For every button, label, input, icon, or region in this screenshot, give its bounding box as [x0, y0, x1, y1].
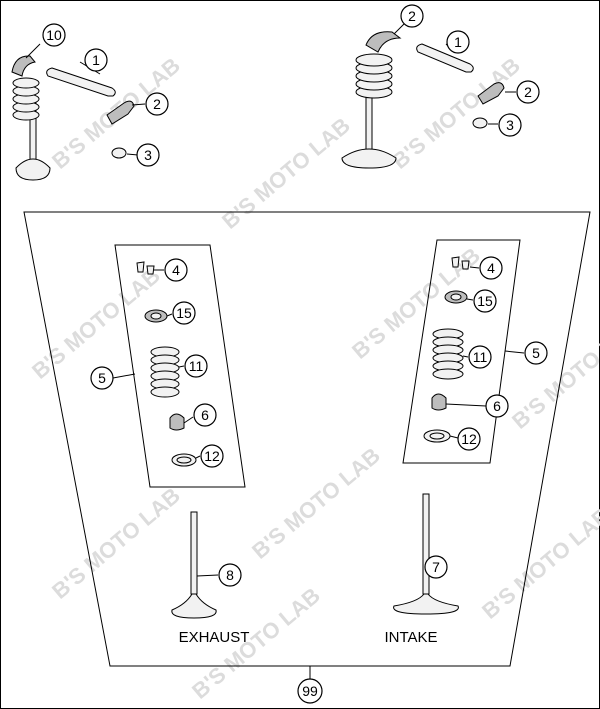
svg-text:3: 3: [506, 117, 514, 133]
exhaust-valve-head: [171, 593, 217, 619]
rocker-arm-right: [365, 31, 402, 53]
top-left-assembly: 10 1 2 3: [11, 23, 169, 181]
callout-11-left: 11: [184, 354, 208, 378]
watermark: B'S MOTO LAB: [27, 263, 165, 384]
callout-15-left: 15: [172, 301, 196, 325]
svg-text:2: 2: [408, 8, 416, 24]
intake-valve-head: [393, 593, 459, 615]
callout-4-right: 4: [479, 256, 503, 280]
shim-left: [111, 147, 127, 159]
valve-head: [341, 148, 397, 169]
svg-text:12: 12: [204, 448, 220, 464]
callout-6-right: 6: [485, 394, 509, 418]
callout-3-left: 3: [136, 143, 160, 167]
spring-coils: [12, 77, 40, 121]
callout-12-left: 12: [200, 444, 224, 468]
valve-keepers-right: [451, 256, 470, 270]
intake-valve-assembly-drawing: [341, 31, 402, 169]
svg-text:7: 7: [432, 559, 440, 575]
svg-text:15: 15: [477, 293, 493, 309]
watermark: B'S MOTO LAB: [477, 503, 600, 624]
callout-7: 7: [424, 555, 448, 579]
exhaust-parts-panel: 4 15 5 11 6 12: [90, 244, 246, 488]
callout-8: 8: [218, 563, 242, 587]
valve-stem: [365, 94, 373, 151]
valve-kit-outline: [23, 211, 591, 667]
svg-text:10: 10: [46, 27, 62, 43]
callout-15-right: 15: [473, 289, 497, 313]
top-right-assembly: 2 1 2 3: [341, 4, 540, 169]
callout-10: 10: [42, 23, 66, 47]
callout-1-right: 1: [446, 30, 470, 54]
svg-text:2: 2: [153, 96, 161, 112]
intake-valve: 7 INTAKE: [384, 493, 459, 646]
rocker-shaft-right: [416, 43, 474, 73]
callout-2-left: 2: [145, 92, 169, 116]
callout-11-right: 11: [468, 345, 492, 369]
exhaust-valve: 8 EXHAUST: [171, 511, 250, 646]
callout-6-left: 6: [193, 403, 217, 427]
callout-99: 99: [297, 678, 323, 704]
exhaust-valve-assembly-drawing: [11, 55, 51, 181]
exhaust-valve-stem: [190, 511, 198, 595]
callout-5-right: 5: [524, 341, 548, 365]
callout-4-left: 4: [164, 258, 188, 282]
valve-keepers-left: [136, 261, 155, 275]
intake-parts-panel: 4 15 11 5 6 12: [402, 239, 548, 464]
intake-panel-outline: [402, 239, 521, 464]
svg-text:12: 12: [461, 431, 477, 447]
svg-text:99: 99: [302, 683, 318, 699]
svg-text:6: 6: [201, 407, 209, 423]
svg-text:4: 4: [487, 260, 495, 276]
rocker-arm-left: [11, 55, 36, 77]
valve-spring-right: [432, 328, 464, 380]
svg-text:5: 5: [98, 370, 106, 386]
callout-12-right: 12: [457, 427, 481, 451]
valve-spring-left: [150, 346, 180, 398]
valve-stem-seal-right: [431, 393, 447, 411]
exhaust-panel-outline: [114, 244, 246, 488]
callout-2-right-top: 2: [400, 4, 424, 28]
svg-text:3: 3: [144, 147, 152, 163]
spring-coils: [355, 53, 393, 99]
shim-right: [472, 117, 488, 129]
svg-text:4: 4: [172, 262, 180, 278]
rocker-shaft-left: [46, 67, 116, 97]
watermark: B'S MOTO LAB: [507, 313, 600, 434]
callout-1-left: 1: [84, 48, 108, 72]
watermark: B'S MOTO LAB: [217, 113, 355, 234]
watermark: B'S MOTO LAB: [247, 443, 385, 564]
svg-text:6: 6: [493, 398, 501, 414]
svg-text:2: 2: [524, 84, 532, 100]
intake-label: INTAKE: [384, 629, 437, 646]
watermark: B'S MOTO LAB: [47, 483, 185, 604]
callout-2-right: 2: [516, 80, 540, 104]
svg-text:1: 1: [92, 52, 100, 68]
valve-head: [15, 158, 51, 181]
intake-valve-stem: [422, 493, 430, 595]
rocker-arm-part-right: [477, 82, 505, 105]
callout-5-left: 5: [90, 366, 114, 390]
watermark: B'S MOTO LAB: [387, 53, 525, 174]
svg-text:1: 1: [454, 34, 462, 50]
valve-stem-seal-left: [169, 413, 185, 431]
svg-text:5: 5: [532, 345, 540, 361]
svg-text:11: 11: [473, 349, 488, 365]
exhaust-label: EXHAUST: [179, 629, 250, 646]
rocker-arm-part-left: [106, 100, 135, 125]
svg-text:15: 15: [176, 305, 192, 321]
svg-text:11: 11: [189, 358, 204, 374]
callout-3-right: 3: [498, 113, 522, 137]
svg-text:8: 8: [226, 567, 234, 583]
